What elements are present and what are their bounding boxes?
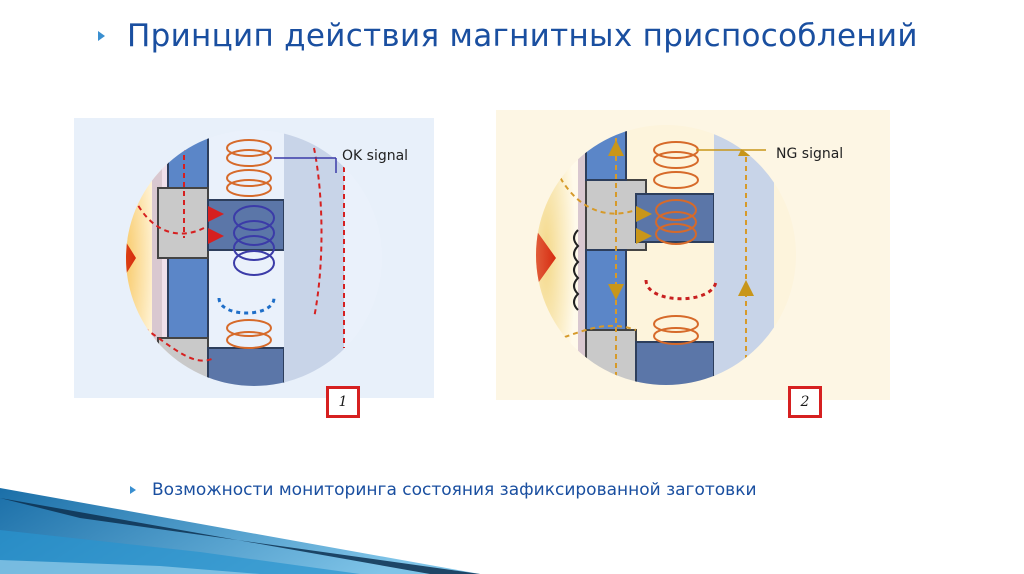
figure-2: NG signal 2 [496,110,890,400]
subtitle-bullet-icon [130,486,136,494]
subtitle-row: Возможности мониторинга состояния зафикс… [130,480,757,500]
figure-1-signal-label: OK signal [342,148,408,164]
figure-2-badge: 2 [788,386,822,418]
slide-subtitle: Возможности мониторинга состояния зафикс… [152,480,757,500]
figure-1-badge: 1 [326,386,360,418]
figure-2-diagram: NG signal [496,110,890,400]
figure-2-signal-label: NG signal [776,146,843,162]
figure-2-badge-number: 2 [801,394,810,410]
title-bullet-icon [98,31,105,41]
figure-1: OK signal 1 [74,118,434,398]
figure-1-badge-number: 1 [339,394,348,410]
figure-1-diagram: OK signal [74,118,434,398]
title-row: Принцип действия магнитных приспособлени… [98,18,918,54]
slide-title: Принцип действия магнитных приспособлени… [127,18,918,54]
